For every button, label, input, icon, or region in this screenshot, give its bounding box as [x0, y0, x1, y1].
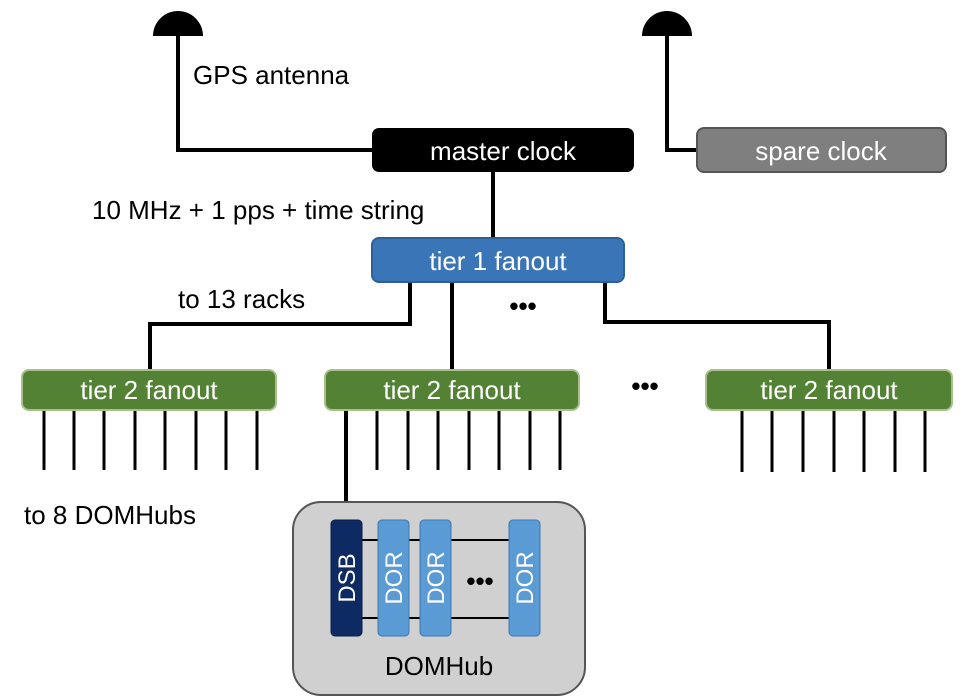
gps-antenna-label: GPS antenna — [193, 60, 350, 90]
tier2-fanout-middle-box — [324, 369, 580, 411]
tier2-fanout-right-label: tier 2 fanout — [760, 375, 898, 405]
tier2-right-drops — [740, 410, 927, 472]
tier2-fanout-middle-label: tier 2 fanout — [383, 375, 521, 405]
dor-card-1 — [377, 519, 410, 637]
domhub-ellipsis: ••• — [466, 566, 493, 596]
tier1-fanout-box — [371, 237, 625, 283]
tier2-fanout-left-label: tier 2 fanout — [80, 375, 218, 405]
gps-antenna-1-cable — [176, 36, 372, 152]
master-clock-label: master clock — [430, 136, 577, 166]
dsb-card — [330, 519, 363, 637]
spare-clock-label: spare clock — [755, 136, 887, 166]
to-racks-label: to 13 racks — [178, 284, 305, 314]
to-domhubs-label: to 8 DOMHubs — [24, 500, 196, 530]
tier1-fanout-label: tier 1 fanout — [429, 246, 567, 276]
gps-antenna-2-cable — [665, 36, 697, 152]
dsb-label: DSB — [334, 553, 361, 602]
gps-antenna-spare-icon — [642, 11, 692, 36]
spare-clock-box — [696, 127, 947, 173]
signal-label: 10 MHz + 1 pps + time string — [92, 195, 424, 225]
dor-card-1-label: DOR — [381, 551, 408, 604]
tier2-fanout-left-box — [21, 369, 277, 411]
tier2-left-drops — [42, 410, 259, 470]
domhub-label: DOMHub — [385, 651, 493, 681]
dor-card-3-label: DOR — [512, 551, 539, 604]
dor-card-3 — [508, 519, 541, 637]
master-clock-box — [372, 128, 634, 172]
tier2-fanout-right-box — [705, 369, 953, 411]
tier2-middle-drops — [375, 410, 562, 470]
tier1-to-tier2-left-line — [148, 282, 412, 372]
dor-card-2 — [419, 519, 452, 637]
connection-lines — [148, 36, 831, 520]
ellipsis-top: ••• — [509, 291, 536, 321]
ellipsis-middle: ••• — [631, 371, 658, 401]
tier1-to-tier2-right-line — [603, 282, 831, 372]
gps-antenna-icon — [153, 11, 203, 36]
dor-card-2-label: DOR — [423, 551, 450, 604]
